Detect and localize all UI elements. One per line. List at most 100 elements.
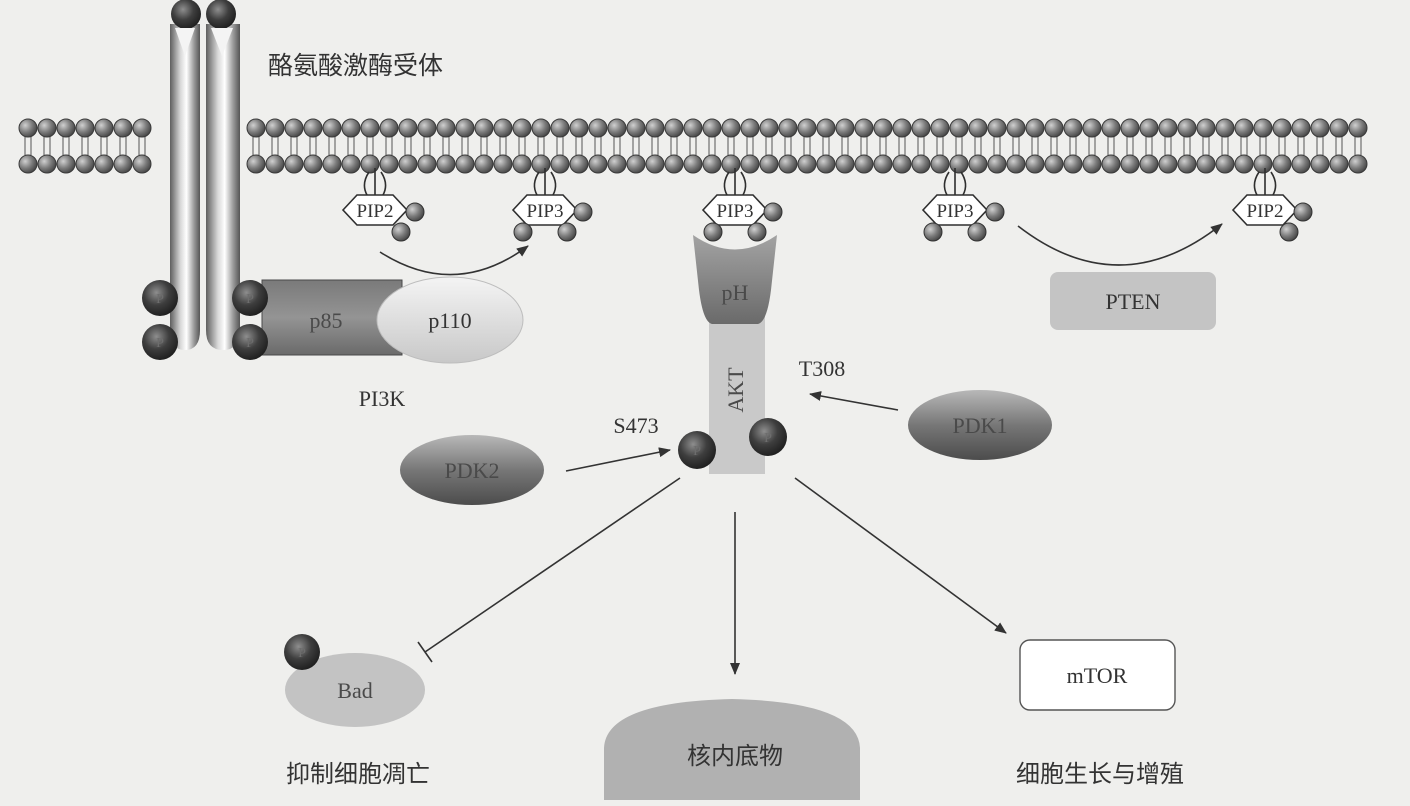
lipid-head	[303, 118, 323, 138]
lipid-head	[1101, 154, 1121, 174]
phosphate-circle	[284, 634, 320, 670]
lipid-head	[265, 154, 285, 174]
phosphate-circle	[749, 418, 787, 456]
lipid-head	[664, 154, 684, 174]
lipid-head	[1348, 154, 1368, 174]
lipid-head	[455, 154, 475, 174]
lipid-head	[1006, 154, 1026, 174]
lipid-head	[1329, 118, 1349, 138]
lipid-head	[56, 118, 76, 138]
lipid-head	[911, 154, 931, 174]
lipid-label: PIP2	[357, 201, 394, 222]
lipid-head	[56, 154, 76, 174]
lipid-head	[588, 118, 608, 138]
lipid-head	[778, 154, 798, 174]
bad-ellipse	[285, 653, 425, 727]
lipid-head	[1063, 154, 1083, 174]
pip3-to-pip2-pten-arrow	[1017, 223, 1223, 266]
lipid-head	[721, 118, 741, 138]
t308-label: T308	[799, 356, 845, 381]
lipid-head	[341, 154, 361, 174]
lipid-head	[455, 118, 475, 138]
inhibit-apoptosis-label: 抑制细胞凋亡	[286, 760, 430, 788]
lipid-tail-squiggle	[533, 168, 557, 196]
phosphate-letter: P	[298, 646, 306, 661]
lipid-head	[645, 154, 665, 174]
lipid-head	[75, 118, 95, 138]
receptor-left-notch	[175, 28, 195, 56]
lipid-label: PIP3	[937, 201, 974, 222]
lipid-head	[721, 154, 741, 174]
receptor-left-ligand-knob	[171, 0, 201, 29]
lipid-label: PIP3	[527, 201, 564, 222]
lipid-head	[797, 118, 817, 138]
lipid-head	[1139, 118, 1159, 138]
lipid-phosphate	[1279, 222, 1299, 242]
lipid-head	[911, 118, 931, 138]
mtor-label: mTOR	[1067, 663, 1128, 688]
lipid-tails	[24, 137, 1362, 155]
lipid-heads	[18, 118, 1368, 174]
lipid-head	[816, 154, 836, 174]
receptor-tyrosine-kinase	[170, 0, 240, 350]
pip2-left: PIP2	[341, 168, 425, 242]
lipid-head	[379, 154, 399, 174]
lipid-head	[493, 154, 513, 174]
phosphate-letter: P	[156, 336, 164, 351]
lipid-head	[113, 118, 133, 138]
receptor-right-ligand-knob	[206, 0, 236, 29]
pdk2-ellipse	[400, 435, 544, 505]
lipid-head	[797, 154, 817, 174]
lipid-head	[436, 154, 456, 174]
lipid-head	[18, 118, 38, 138]
pten-box	[1050, 272, 1216, 330]
lipid-head	[1025, 154, 1045, 174]
lipid-head	[1215, 154, 1235, 174]
lipid-head	[379, 118, 399, 138]
lipid-head	[854, 154, 874, 174]
lipid-phosphate	[405, 202, 425, 222]
inhibition-bar	[417, 641, 433, 663]
phosphate-circle	[142, 280, 178, 316]
lipid-head	[512, 154, 532, 174]
pdk1-label: PDK1	[952, 413, 1007, 438]
lipid-head	[265, 118, 285, 138]
lipid-head	[607, 118, 627, 138]
lipid-head	[1196, 154, 1216, 174]
pdk1-ellipse	[908, 390, 1052, 460]
lipid-head	[626, 118, 646, 138]
lipid-head	[987, 118, 1007, 138]
lipid-head	[664, 118, 684, 138]
lipid-phosphate	[557, 222, 577, 242]
lipid-head	[474, 154, 494, 174]
lipid-head	[759, 118, 779, 138]
lipid-head	[246, 118, 266, 138]
lipid-head	[132, 154, 152, 174]
lipid-phosphate	[985, 202, 1005, 222]
lipid-head	[1215, 118, 1235, 138]
pten-label: PTEN	[1106, 289, 1161, 314]
lipid-head	[1177, 118, 1197, 138]
inhibition-line	[424, 477, 681, 653]
lipid-head	[512, 118, 532, 138]
lipid-head	[1234, 118, 1254, 138]
lipid-head	[1272, 118, 1292, 138]
lipid-head	[949, 118, 969, 138]
pip2-to-pip3-arrow	[379, 245, 529, 276]
lipid-bilayer-membrane	[18, 118, 1368, 174]
pip3-akt-bound: PIP3	[701, 168, 783, 242]
receptor-right-notch	[211, 28, 233, 56]
lipid-head	[341, 118, 361, 138]
lipid-tail-squiggle	[363, 168, 387, 196]
lipid-head	[892, 118, 912, 138]
lipid-head	[702, 118, 722, 138]
lipid-head	[854, 118, 874, 138]
phosphate-s473: P	[678, 431, 716, 469]
lipid-tail-squiggle	[1253, 168, 1277, 196]
lipid-head	[1044, 154, 1064, 174]
lipid-phosphate	[763, 202, 783, 222]
phosphate-circle	[142, 324, 178, 360]
lipid-head	[1253, 118, 1273, 138]
lipid-head	[1310, 154, 1330, 174]
lipid-head	[645, 118, 665, 138]
